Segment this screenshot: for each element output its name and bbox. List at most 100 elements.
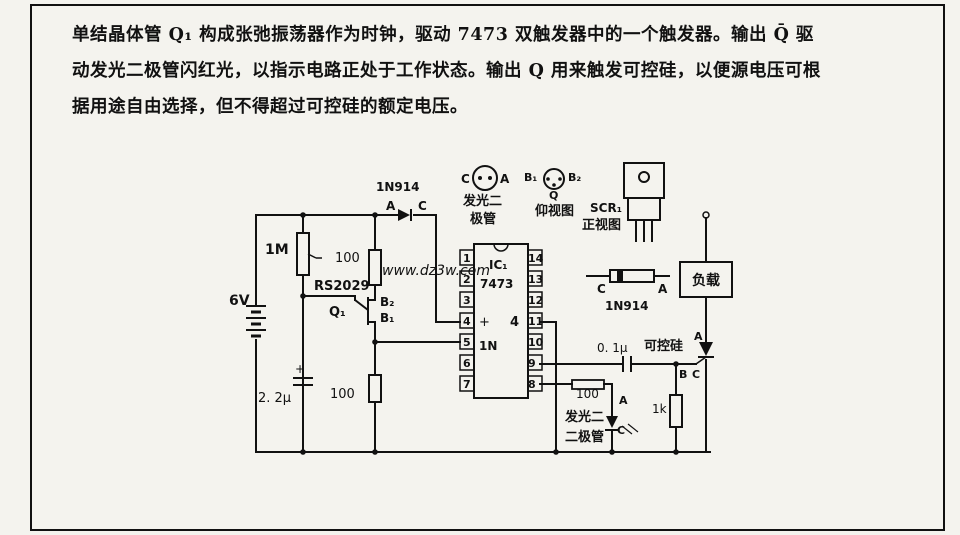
pot-icon: [296, 232, 310, 276]
inset-q-text: 仰视图: [535, 203, 574, 219]
inset-led-c: C: [461, 172, 470, 186]
ic-pin-left: [459, 312, 475, 329]
inset-scr-text: 正视图: [582, 217, 621, 233]
ic-1n-label: 1N: [479, 339, 497, 353]
inset-diode-c: C: [597, 282, 606, 296]
led-icon: [605, 416, 639, 440]
ic-pin-right-number: 11: [528, 315, 543, 328]
capacitor-2u2-icon: [293, 377, 313, 386]
pot-label: 1M: [265, 242, 289, 258]
ic-pin-right: [527, 375, 543, 392]
ic-pin-right-number: 8: [528, 378, 536, 391]
wire-cap-gate: [631, 363, 677, 396]
ic-pin-left-number: 4: [463, 315, 471, 328]
load-box: [679, 261, 733, 298]
ic-pin-right: [527, 333, 543, 350]
b1-label: B₁: [380, 311, 394, 325]
ic-pin-left: [459, 270, 475, 287]
scr-a-label: A: [694, 330, 703, 343]
inset-led-text-2: 极管: [470, 211, 496, 227]
ic-pin-left-number: 2: [463, 273, 471, 286]
wire-led-r: [603, 383, 613, 416]
ic-pin-left: [459, 291, 475, 308]
b2-label: B₂: [380, 295, 394, 309]
led-c-label: C: [617, 424, 625, 437]
scr-b-label: B: [679, 368, 687, 381]
transistor-label: Q₁: [329, 305, 346, 320]
description-line-3: 据用途自由选择，但不得超过可控硅的额定电压。: [72, 97, 468, 117]
inset-led-a: A: [500, 172, 510, 186]
ic-pin-left-number: 3: [463, 294, 471, 307]
load-label: 负载: [692, 272, 720, 289]
inset-scr-icon: [623, 162, 665, 242]
battery-label: 6V: [229, 293, 250, 309]
wire-ground: [255, 339, 711, 453]
battery-icon: [246, 305, 266, 338]
ic-pin-left: [459, 375, 475, 392]
diode-c-label: C: [418, 199, 427, 213]
ic-name-label: IC₁: [489, 258, 508, 272]
cap-label: 2. 2μ: [258, 391, 291, 406]
scr-c-label: C: [692, 368, 700, 381]
inset-q-b2: B₂: [568, 171, 581, 184]
resistor-1k-icon: [669, 394, 683, 428]
transistor-q1-icon: [354, 297, 375, 325]
ic-pin-right-number: 13: [528, 273, 543, 286]
ic-pin-left: [459, 354, 475, 371]
ic-pin-right-number: 14: [528, 252, 544, 265]
led-text-2: 二极管: [565, 429, 604, 445]
wire-pin11: [539, 321, 557, 453]
r-bottom-label: 100: [330, 387, 355, 402]
inset-led-icon: [472, 165, 498, 191]
cap-small-label: 0. 1μ: [597, 341, 628, 355]
inset-q-label: Q: [549, 189, 558, 202]
ic-pin-right-number: 12: [528, 294, 543, 307]
inset-led-text-1: 发光二: [462, 193, 502, 209]
wire-diode-pin4: [413, 214, 461, 323]
r-1k-label: 1k: [652, 402, 667, 416]
r-led-label: 100: [576, 387, 599, 401]
r-top-label: 100: [335, 251, 360, 266]
resistor-100-top-icon: [368, 249, 382, 286]
ic-pin-left: [459, 333, 475, 350]
ic-pin-right: [527, 249, 543, 266]
ic-plus-label: +: [479, 315, 490, 330]
resistor-100-bottom-icon: [368, 374, 382, 403]
ic-pin-right-number: 9: [528, 357, 536, 370]
led-a-label: A: [619, 394, 628, 407]
ic-pin-left: [459, 249, 475, 266]
inset-diode-part: 1N914: [605, 299, 648, 313]
ic-pin-right: [527, 291, 543, 308]
ic-pin-right: [527, 270, 543, 287]
ic-four-label: 4: [510, 315, 519, 330]
resistor-led-icon: [571, 379, 605, 390]
inset-diode-a: A: [658, 282, 668, 296]
wire-pot-to-q: [302, 295, 356, 301]
scr-icon: [695, 342, 714, 365]
ic-pin-right-number: 10: [528, 336, 544, 349]
figure-border: [30, 4, 945, 531]
ic-pin-left-number: 1: [463, 252, 471, 265]
inset-diode-icon: [586, 269, 670, 283]
watermark: www.dz3w.com: [382, 263, 490, 279]
description-line-2: 动发光二极管闪红光，以指示电路正处于工作状态。输出 Q 用来触发可控硅，以便源电…: [72, 61, 821, 81]
scr-label: 可控硅: [644, 338, 683, 354]
ic-pin-left-number: 6: [463, 357, 471, 370]
description-line-1: 单结晶体管 Q₁ 构成张弛振荡器作为时钟，驱动 7473 双触发器中的一个触发器…: [72, 25, 814, 45]
transistor-type-label: RS2029: [314, 279, 370, 294]
led-text-1: 发光二: [564, 409, 604, 425]
ic-pin-right: [527, 312, 543, 329]
diode-1n914-icon: [398, 209, 412, 221]
inset-transistor-icon: [543, 168, 565, 190]
diode-a-label: A: [386, 199, 396, 213]
ic-pin-left-number: 5: [463, 336, 471, 349]
svg-text:+: +: [295, 362, 305, 376]
ic-pin-right: [527, 354, 543, 371]
inset-scr-label: SCR₁: [590, 201, 622, 215]
ic-pin-left-number: 7: [463, 378, 471, 391]
inset-q-b1: B₁: [524, 171, 537, 184]
diode-top-part-label: 1N914: [376, 180, 419, 194]
capacitor-0u1-icon: [622, 356, 632, 372]
